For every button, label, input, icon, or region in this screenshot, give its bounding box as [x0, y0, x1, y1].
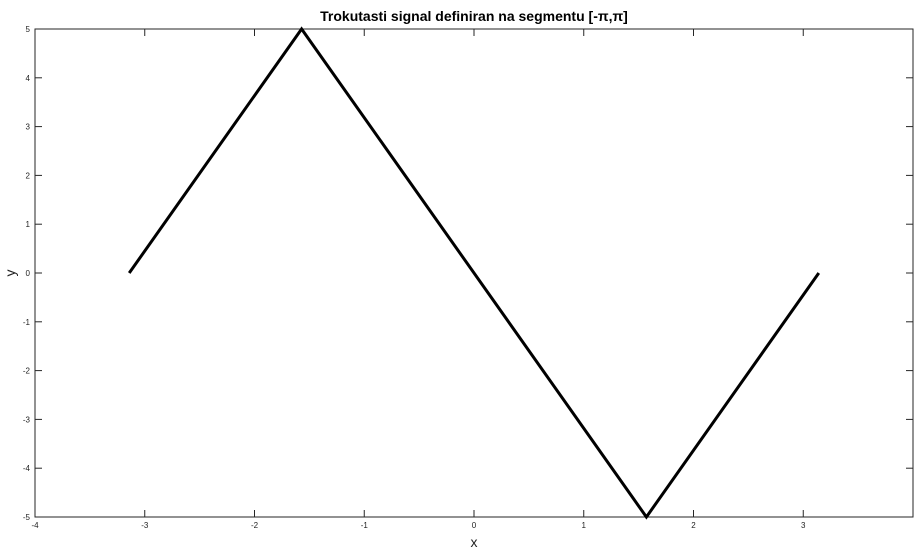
- y-axis: -5 -4 -3 -2 -1 0 1 2 3 4 5: [23, 25, 913, 522]
- y-tick-label: 3: [26, 123, 31, 132]
- x-tick-label: -3: [141, 521, 149, 530]
- y-tick-label: 5: [26, 25, 31, 34]
- x-tick-label: 0: [472, 521, 477, 530]
- x-tick-label: 3: [801, 521, 806, 530]
- x-tick-label: 1: [582, 521, 587, 530]
- y-tick-label: 1: [26, 220, 31, 229]
- x-axis-label: x: [471, 534, 478, 548]
- y-tick-label: -5: [23, 513, 31, 522]
- x-axis: -4 -3 -2 -1 0 1 2 3: [31, 29, 806, 530]
- y-axis-label: y: [2, 270, 18, 277]
- y-tick-label: 4: [26, 74, 31, 83]
- x-tick-label: -4: [31, 521, 39, 530]
- y-tick-label: -1: [23, 318, 31, 327]
- y-tick-label: -4: [23, 464, 31, 473]
- series-layer: [127, 26, 821, 520]
- chart-title: Trokutasti signal definiran na segmentu …: [320, 8, 628, 24]
- y-tick-label: 0: [26, 269, 31, 278]
- y-tick-label: -2: [23, 367, 31, 376]
- series-line: [127, 26, 821, 520]
- x-tick-label: -2: [251, 521, 259, 530]
- x-tick-label: 2: [691, 521, 696, 530]
- y-tick-label: -3: [23, 415, 31, 424]
- x-tick-label: -1: [361, 521, 369, 530]
- y-tick-label: 2: [26, 171, 31, 180]
